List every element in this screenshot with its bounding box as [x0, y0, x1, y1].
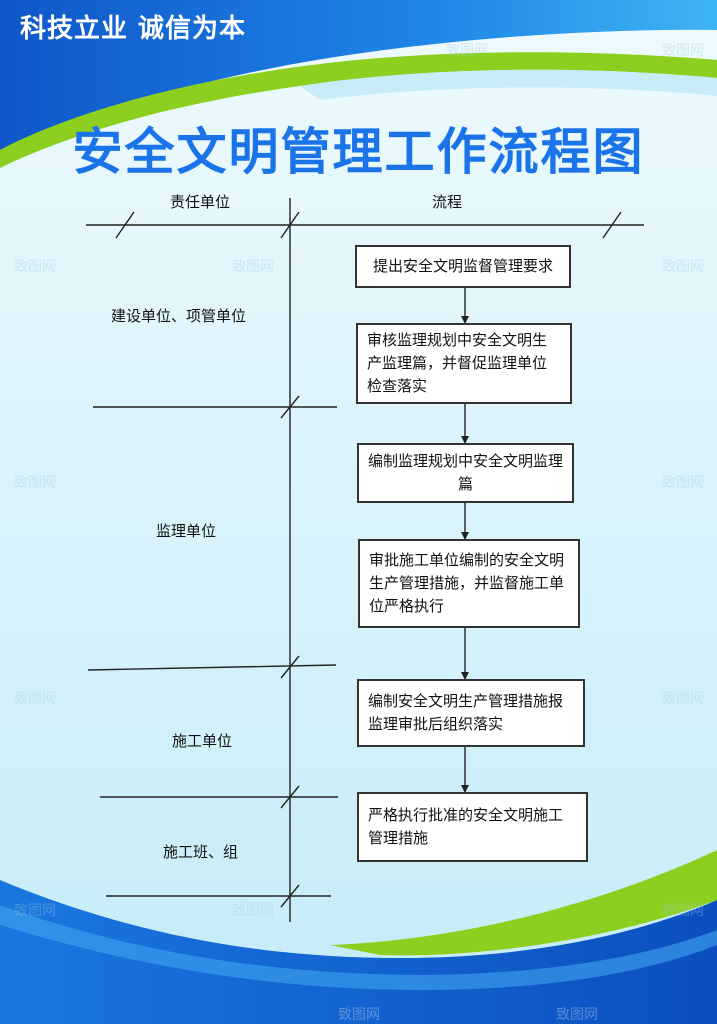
unit-label-contractor: 施工单位 — [172, 732, 233, 750]
flow-step-text: 编制安全文明生产管理措施报监理审批后组织落实 — [368, 692, 564, 733]
page-title: 安全文明管理工作流程图 — [72, 123, 645, 181]
watermark: 致图网 — [14, 259, 56, 275]
watermark: 致图网 — [662, 43, 704, 59]
watermark: 致图网 — [338, 1007, 380, 1023]
flow-step-box: 严格执行批准的安全文明施工管理措施 — [357, 792, 588, 862]
unit-label-supervisor: 监理单位 — [156, 522, 217, 540]
tick-mark — [280, 655, 300, 679]
flow-step-text: 编制监理规划中安全文明监理篇 — [368, 452, 564, 493]
flow-step-text: 审批施工单位编制的安全文明生产管理措施，并监督施工单位严格执行 — [369, 551, 565, 615]
flow-step-box: 审核监理规划中安全文明生产监理篇，并督促监理单位检查落实 — [356, 323, 572, 404]
flow-step-box: 编制监理规划中安全文明监理篇 — [357, 443, 574, 503]
tick-mark — [280, 785, 300, 809]
row-divider-line — [87, 664, 337, 671]
watermark: 致图网 — [14, 903, 56, 919]
watermark: 致图网 — [556, 1007, 598, 1023]
watermark: 致图网 — [446, 43, 488, 59]
watermark: 致图网 — [14, 691, 56, 707]
tick-mark — [280, 884, 300, 908]
flow-step-text: 提出安全文明监督管理要求 — [372, 257, 553, 275]
watermark: 致图网 — [14, 475, 56, 491]
unit-label-work-team: 施工班、组 — [163, 843, 239, 861]
watermark: 致图网 — [662, 259, 704, 275]
flow-step-box: 提出安全文明监督管理要求 — [355, 245, 571, 288]
slogan-text: 科技立业 诚信为本 — [20, 14, 247, 44]
watermark: 致图网 — [232, 903, 274, 919]
flow-step-text: 审核监理规划中安全文明生产监理篇，并督促监理单位检查落实 — [367, 331, 548, 395]
unit-label-owner: 建设单位、项管单位 — [111, 307, 247, 325]
watermark: 致图网 — [232, 259, 274, 275]
flow-step-text: 严格执行批准的安全文明施工管理措施 — [368, 806, 564, 847]
column-header-responsibility: 责任单位 — [170, 193, 231, 211]
watermark: 致图网 — [662, 691, 704, 707]
watermark: 致图网 — [662, 903, 704, 919]
tick-mark — [280, 395, 300, 419]
tick-mark — [115, 211, 135, 239]
flow-step-box: 审批施工单位编制的安全文明生产管理措施，并监督施工单位严格执行 — [358, 539, 580, 628]
column-header-process: 流程 — [432, 193, 463, 211]
tick-mark — [602, 211, 622, 239]
watermark: 致图网 — [662, 475, 704, 491]
flow-step-box: 编制安全文明生产管理措施报监理审批后组织落实 — [357, 679, 585, 747]
